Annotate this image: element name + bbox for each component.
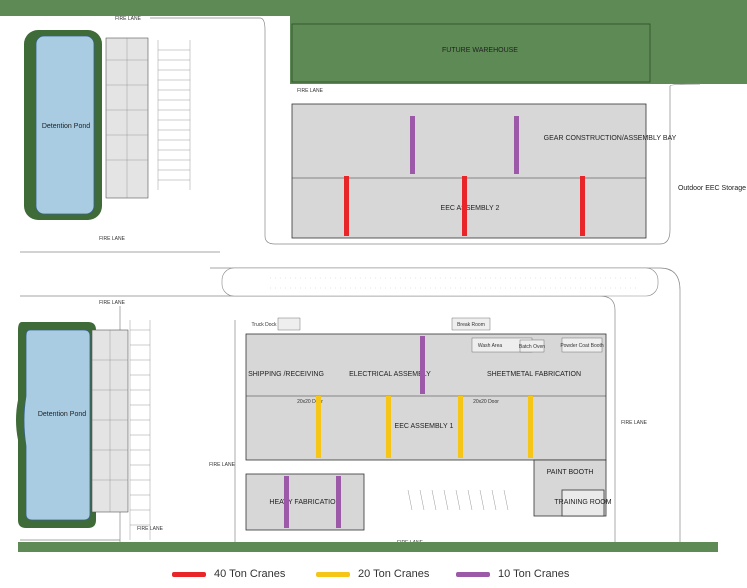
- door-label-2: 20x20 Door: [473, 399, 499, 405]
- median-parking: [221, 267, 659, 297]
- median-stripes: [270, 277, 640, 289]
- legend-label-20-ton: 20 Ton Cranes: [358, 568, 430, 580]
- future-warehouse-grass: [290, 16, 747, 84]
- crane-40-ton-1: [344, 176, 349, 236]
- fire-lane-label-8: FIRE LANE: [621, 420, 648, 426]
- top-grass-strip: [0, 0, 747, 16]
- crane-10-ton-south-3: [336, 476, 341, 528]
- detention-pond-top: [35, 35, 95, 215]
- legend-item-10-ton: 10 Ton Cranes: [456, 568, 569, 580]
- legend-swatch-10-ton: [456, 571, 490, 577]
- heavy-fabrication-label: HEAVY FABRICATION: [269, 499, 340, 506]
- break-room-label: Break Room: [457, 322, 485, 328]
- crane-legend: 40 Ton Cranes 20 Ton Cranes 10 Ton Crane…: [0, 566, 747, 586]
- crane-40-ton-2: [462, 176, 467, 236]
- legend-swatch-20-ton: [316, 571, 350, 577]
- batch-oven-label: Batch Oven: [519, 344, 545, 350]
- legend-item-40-ton: 40 Ton Cranes: [172, 568, 285, 580]
- eec-assembly-1-label: EEC ASSEMBLY 1: [395, 423, 454, 430]
- batch-oven: [519, 339, 545, 353]
- legend-item-20-ton: 20 Ton Cranes: [316, 568, 429, 580]
- training-room: [561, 489, 605, 517]
- road-outline: [20, 17, 701, 548]
- legend-swatch-40-ton: [172, 571, 206, 577]
- crane-20-ton-4: [528, 396, 533, 458]
- shipping-label: SHIPPING /RECEIVING: [248, 371, 324, 378]
- door-label-1: 20x20 Door: [297, 399, 323, 405]
- wash-area-label: Wash Area: [478, 343, 502, 349]
- fire-lane-label-4: FIRE LANE: [99, 300, 126, 306]
- crane-40-ton-3: [580, 176, 585, 236]
- gear-assembly-building: [291, 103, 647, 239]
- electrical-label: ELECTRICAL ASSEMBLY: [349, 371, 431, 378]
- truck-dock-box: [277, 317, 301, 331]
- gear-bay-label: GEAR CONSTRUCTION/ASSEMBLY BAY: [544, 135, 677, 142]
- truck-dock-label: Truck Dock: [251, 322, 277, 328]
- parking-south: [407, 489, 509, 511]
- legend-label-40-ton: 40 Ton Cranes: [214, 568, 286, 580]
- sheetmetal-label: SHEETMETAL FABRICATION: [487, 371, 581, 378]
- parking-bottom: [129, 320, 151, 540]
- paint-booth-label: PAINT BOOTH: [547, 469, 594, 476]
- fire-lane-label-2: FIRE LANE: [297, 88, 324, 94]
- crane-10-ton-south-1: [420, 336, 425, 394]
- crane-20-ton-1: [316, 396, 321, 458]
- site-plan: FUTURE WAREHOUSE Detention Pond GEAR CON…: [0, 0, 747, 552]
- future-warehouse-label: FUTURE WAREHOUSE: [442, 47, 518, 54]
- office-grid-bottom: [92, 330, 128, 512]
- break-room-box: [451, 317, 491, 331]
- fire-lane-label-3: FIRE LANE: [99, 236, 126, 242]
- crane-20-ton-2: [386, 396, 391, 458]
- powder-coat-booth-label: Powder Coat Booth: [560, 343, 604, 349]
- detention-pond-top-label: Detention Pond: [42, 123, 90, 130]
- fire-lane-label-1: FIRE LANE: [115, 16, 142, 22]
- fire-lane-label-5: FIRE LANE: [209, 462, 236, 468]
- heavy-fabrication-building: [245, 473, 365, 531]
- crane-10-ton-north-2: [514, 116, 519, 174]
- eec-assembly-2-label: EEC ASSEMBLY 2: [441, 205, 500, 212]
- powder-coat-booth: [561, 337, 603, 353]
- detention-pond-bottom: [23, 329, 91, 521]
- crane-20-ton-3: [458, 396, 463, 458]
- future-warehouse-outline: [291, 23, 651, 83]
- detention-pond-bottom-label: Detention Pond: [38, 411, 86, 418]
- crane-10-ton-north-1: [410, 116, 415, 174]
- legend-label-10-ton: 10 Ton Cranes: [498, 568, 570, 580]
- crane-10-ton-south-2: [284, 476, 289, 528]
- training-room-label: TRAINING ROOM: [554, 499, 611, 506]
- bottom-grass-strip: [18, 542, 718, 552]
- fire-lane-label-6: FIRE LANE: [137, 526, 164, 532]
- parking-top: [157, 40, 191, 190]
- eec-assembly-1-building: [245, 333, 607, 461]
- outdoor-storage-label: Outdoor EEC Storage: [678, 185, 746, 192]
- office-grid-top: [106, 38, 148, 198]
